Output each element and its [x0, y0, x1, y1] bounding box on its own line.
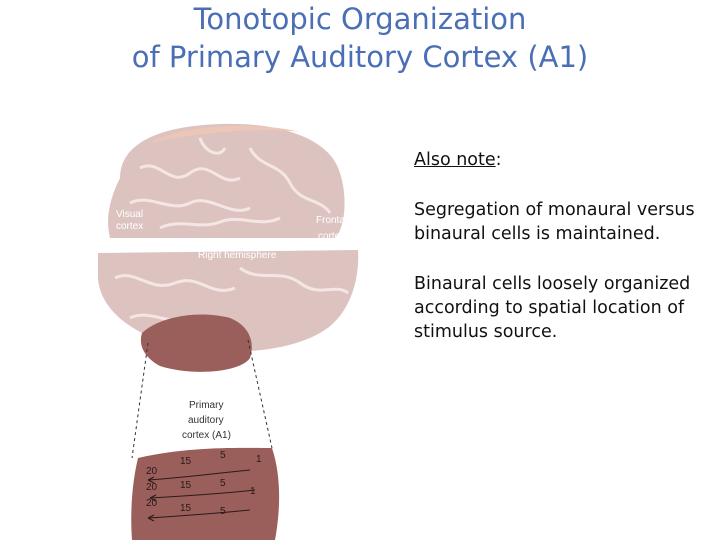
label-a1-1: Primary [189, 400, 223, 411]
notes-heading-label: Also note [414, 150, 496, 170]
label-a1-2: auditory [188, 415, 224, 426]
projection-lines [131, 339, 273, 459]
freq-r1-b: 5 [220, 450, 226, 461]
label-a1-3: cortex (A1) [182, 430, 231, 441]
label-right-hemisphere: Right hemisphere [198, 250, 277, 261]
freq-r1-a: 15 [180, 456, 192, 467]
freq-r3-b: 15 [180, 480, 192, 491]
brain-diagram: Visual cortex Fronta cortex Right hemisp… [90, 118, 390, 540]
freq-r4-c: 5 [220, 506, 226, 517]
freq-r4-b: 15 [180, 503, 192, 514]
freq-r3-a: 20 [146, 482, 158, 493]
freq-r1-c: 1 [256, 454, 262, 465]
freq-r3-c: 5 [220, 478, 226, 489]
upper-hemisphere [108, 123, 345, 238]
label-frontal-1: Fronta [316, 215, 345, 226]
notes-paragraph-2: Binaural cells loosely organized accordi… [414, 274, 691, 342]
freq-r2-d: 1 [250, 486, 256, 497]
label-visual-1: Visual [116, 209, 143, 220]
slide-title: Tonotopic Organization of Primary Audito… [0, 0, 720, 76]
notes-heading: Also note: [414, 148, 714, 172]
frequency-arrows [147, 469, 256, 522]
label-frontal-2: cortex [318, 231, 345, 242]
freq-r2-a: 20 [146, 466, 158, 477]
upper-gyri [129, 137, 332, 230]
title-line-2: of Primary Auditory Cortex (A1) [131, 40, 589, 74]
auditory-region [140, 314, 252, 372]
upper-hemisphere-top [150, 125, 300, 143]
label-visual-2: cortex [116, 221, 143, 232]
freq-r4-a: 20 [146, 498, 158, 509]
notes-paragraph-1: Segregation of monaural versus binaural … [414, 200, 695, 244]
notes-heading-colon: : [495, 150, 502, 170]
notes-panel: Also note: Segregation of monaural versu… [414, 148, 714, 370]
title-line-1: Tonotopic Organization [193, 2, 527, 36]
